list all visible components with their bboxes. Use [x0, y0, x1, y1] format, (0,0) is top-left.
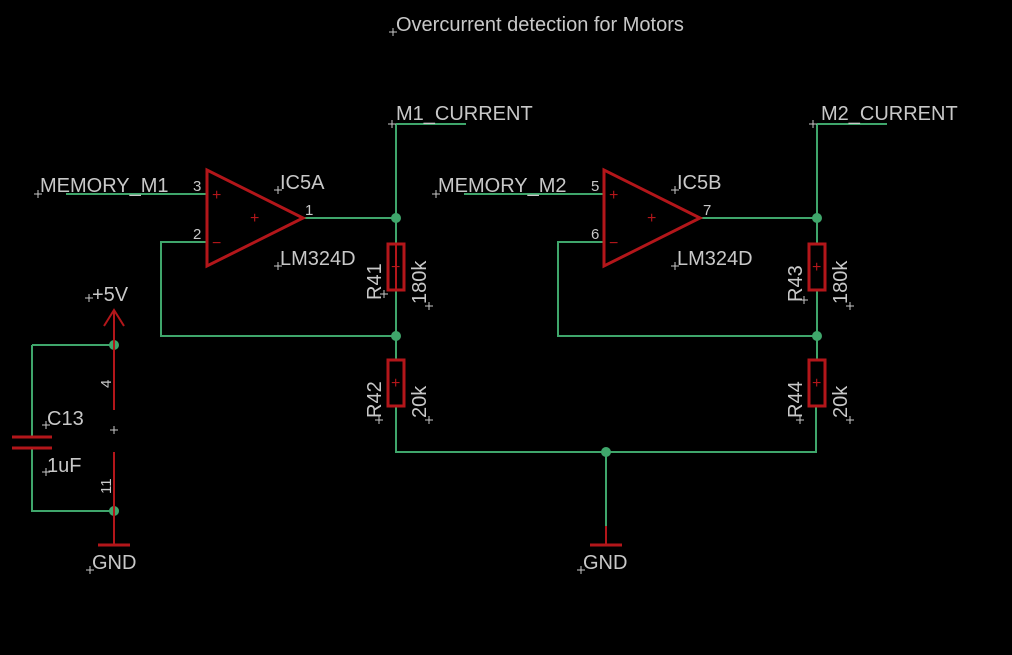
opamp-a-pin-minus: 2	[193, 226, 201, 243]
resistor-r42-body	[386, 358, 406, 408]
resistor-r43-value: 180k	[830, 260, 852, 304]
net-label-memory-m2: MEMORY_M2	[438, 175, 567, 197]
net-label-m2-current: M2_CURRENT	[821, 103, 958, 125]
resistor-r42-name: R42	[364, 381, 386, 418]
resistor-r42: + R42 20k	[364, 358, 433, 424]
opamp-a-plus: +	[212, 187, 221, 204]
resistor-r44-name: R44	[785, 381, 807, 418]
junction-out7	[812, 213, 822, 223]
gnd-symbol-left: GND	[86, 511, 136, 574]
opamp-ic5b: + − + 5 6 7 IC5B LM324D	[591, 167, 753, 270]
resistor-r43-name: R43	[785, 265, 807, 302]
opamp-a-pin-plus: 3	[193, 178, 201, 195]
net-label-m1-current: M1_CURRENT	[396, 103, 533, 125]
svg-text:+: +	[391, 259, 400, 276]
power-pin-vcc: 4	[98, 380, 115, 388]
svg-text:+: +	[391, 375, 400, 392]
resistor-r41-value: 180k	[409, 260, 431, 304]
junction-out1	[391, 213, 401, 223]
resistor-r41: + R41 180k	[364, 242, 433, 310]
resistor-r44-value: 20k	[830, 385, 852, 418]
opamp-b-pin-plus: 5	[591, 178, 599, 195]
opamp-b-pin-minus: 6	[591, 226, 599, 243]
opamp-a-body	[205, 167, 307, 269]
junctions	[109, 213, 822, 516]
opamp-b-minus: −	[609, 235, 618, 252]
opamp-a-value: LM324D	[280, 248, 356, 270]
junction-fb-a	[391, 331, 401, 341]
wire-cap-left-bottom	[31, 448, 114, 512]
resistor-r44: + R44 20k	[785, 358, 854, 424]
opamp-ic5a: + − + 3 2 1 IC5A LM324D	[193, 167, 356, 270]
capacitor-value: 1uF	[47, 455, 81, 477]
gnd-left-label: GND	[92, 552, 136, 574]
gnd-mid-label: GND	[583, 552, 627, 574]
title-group: Overcurrent detection for Motors	[389, 14, 684, 36]
junction-fb-b	[812, 331, 822, 341]
resistor-r42-value: 20k	[409, 385, 431, 418]
resistor-r41-body	[386, 242, 406, 292]
opamp-b-center: +	[647, 210, 656, 227]
capacitor-name: C13	[47, 408, 84, 430]
opamp-b-name: IC5B	[677, 172, 721, 194]
opamp-b-plus: +	[609, 187, 618, 204]
schematic-title: Overcurrent detection for Motors	[396, 14, 684, 36]
net-labels: M1_CURRENT M2_CURRENT MEMORY_M1 MEMORY_M…	[34, 103, 958, 198]
svg-text:+: +	[812, 375, 821, 392]
opamp-a-name: IC5A	[280, 172, 325, 194]
wire-out7	[699, 217, 818, 244]
vcc-label: +5V	[92, 284, 129, 306]
junction-gnd-mid	[601, 447, 611, 457]
resistor-r43: + R43 180k	[785, 242, 854, 310]
power-pin-gnd: 11	[98, 478, 115, 494]
opamp-b-body	[602, 167, 704, 269]
opamp-b-pin-out: 7	[703, 202, 711, 219]
opamp-a-minus: −	[212, 235, 221, 252]
opamp-b-value: LM324D	[677, 248, 753, 270]
wire-out1	[303, 217, 397, 244]
gnd-symbol-mid: GND	[577, 526, 627, 574]
net-label-memory-m1: MEMORY_M1	[40, 175, 169, 197]
vcc-symbol: +5V	[85, 284, 129, 345]
wire-feedback-b	[557, 241, 817, 337]
opamp-a-pin-out: 1	[305, 202, 313, 219]
resistor-r43-body	[807, 242, 827, 292]
opamp-power-unit: 4 11	[98, 345, 118, 511]
capacitor-c13: C13 1uF	[12, 408, 84, 477]
wire-r42-bottom	[395, 406, 817, 453]
resistor-r44-body	[807, 358, 827, 408]
wire-feedback-a	[160, 241, 396, 337]
resistor-r41-name: R41	[364, 263, 386, 300]
svg-text:+: +	[812, 259, 821, 276]
opamp-a-center: +	[250, 210, 259, 227]
